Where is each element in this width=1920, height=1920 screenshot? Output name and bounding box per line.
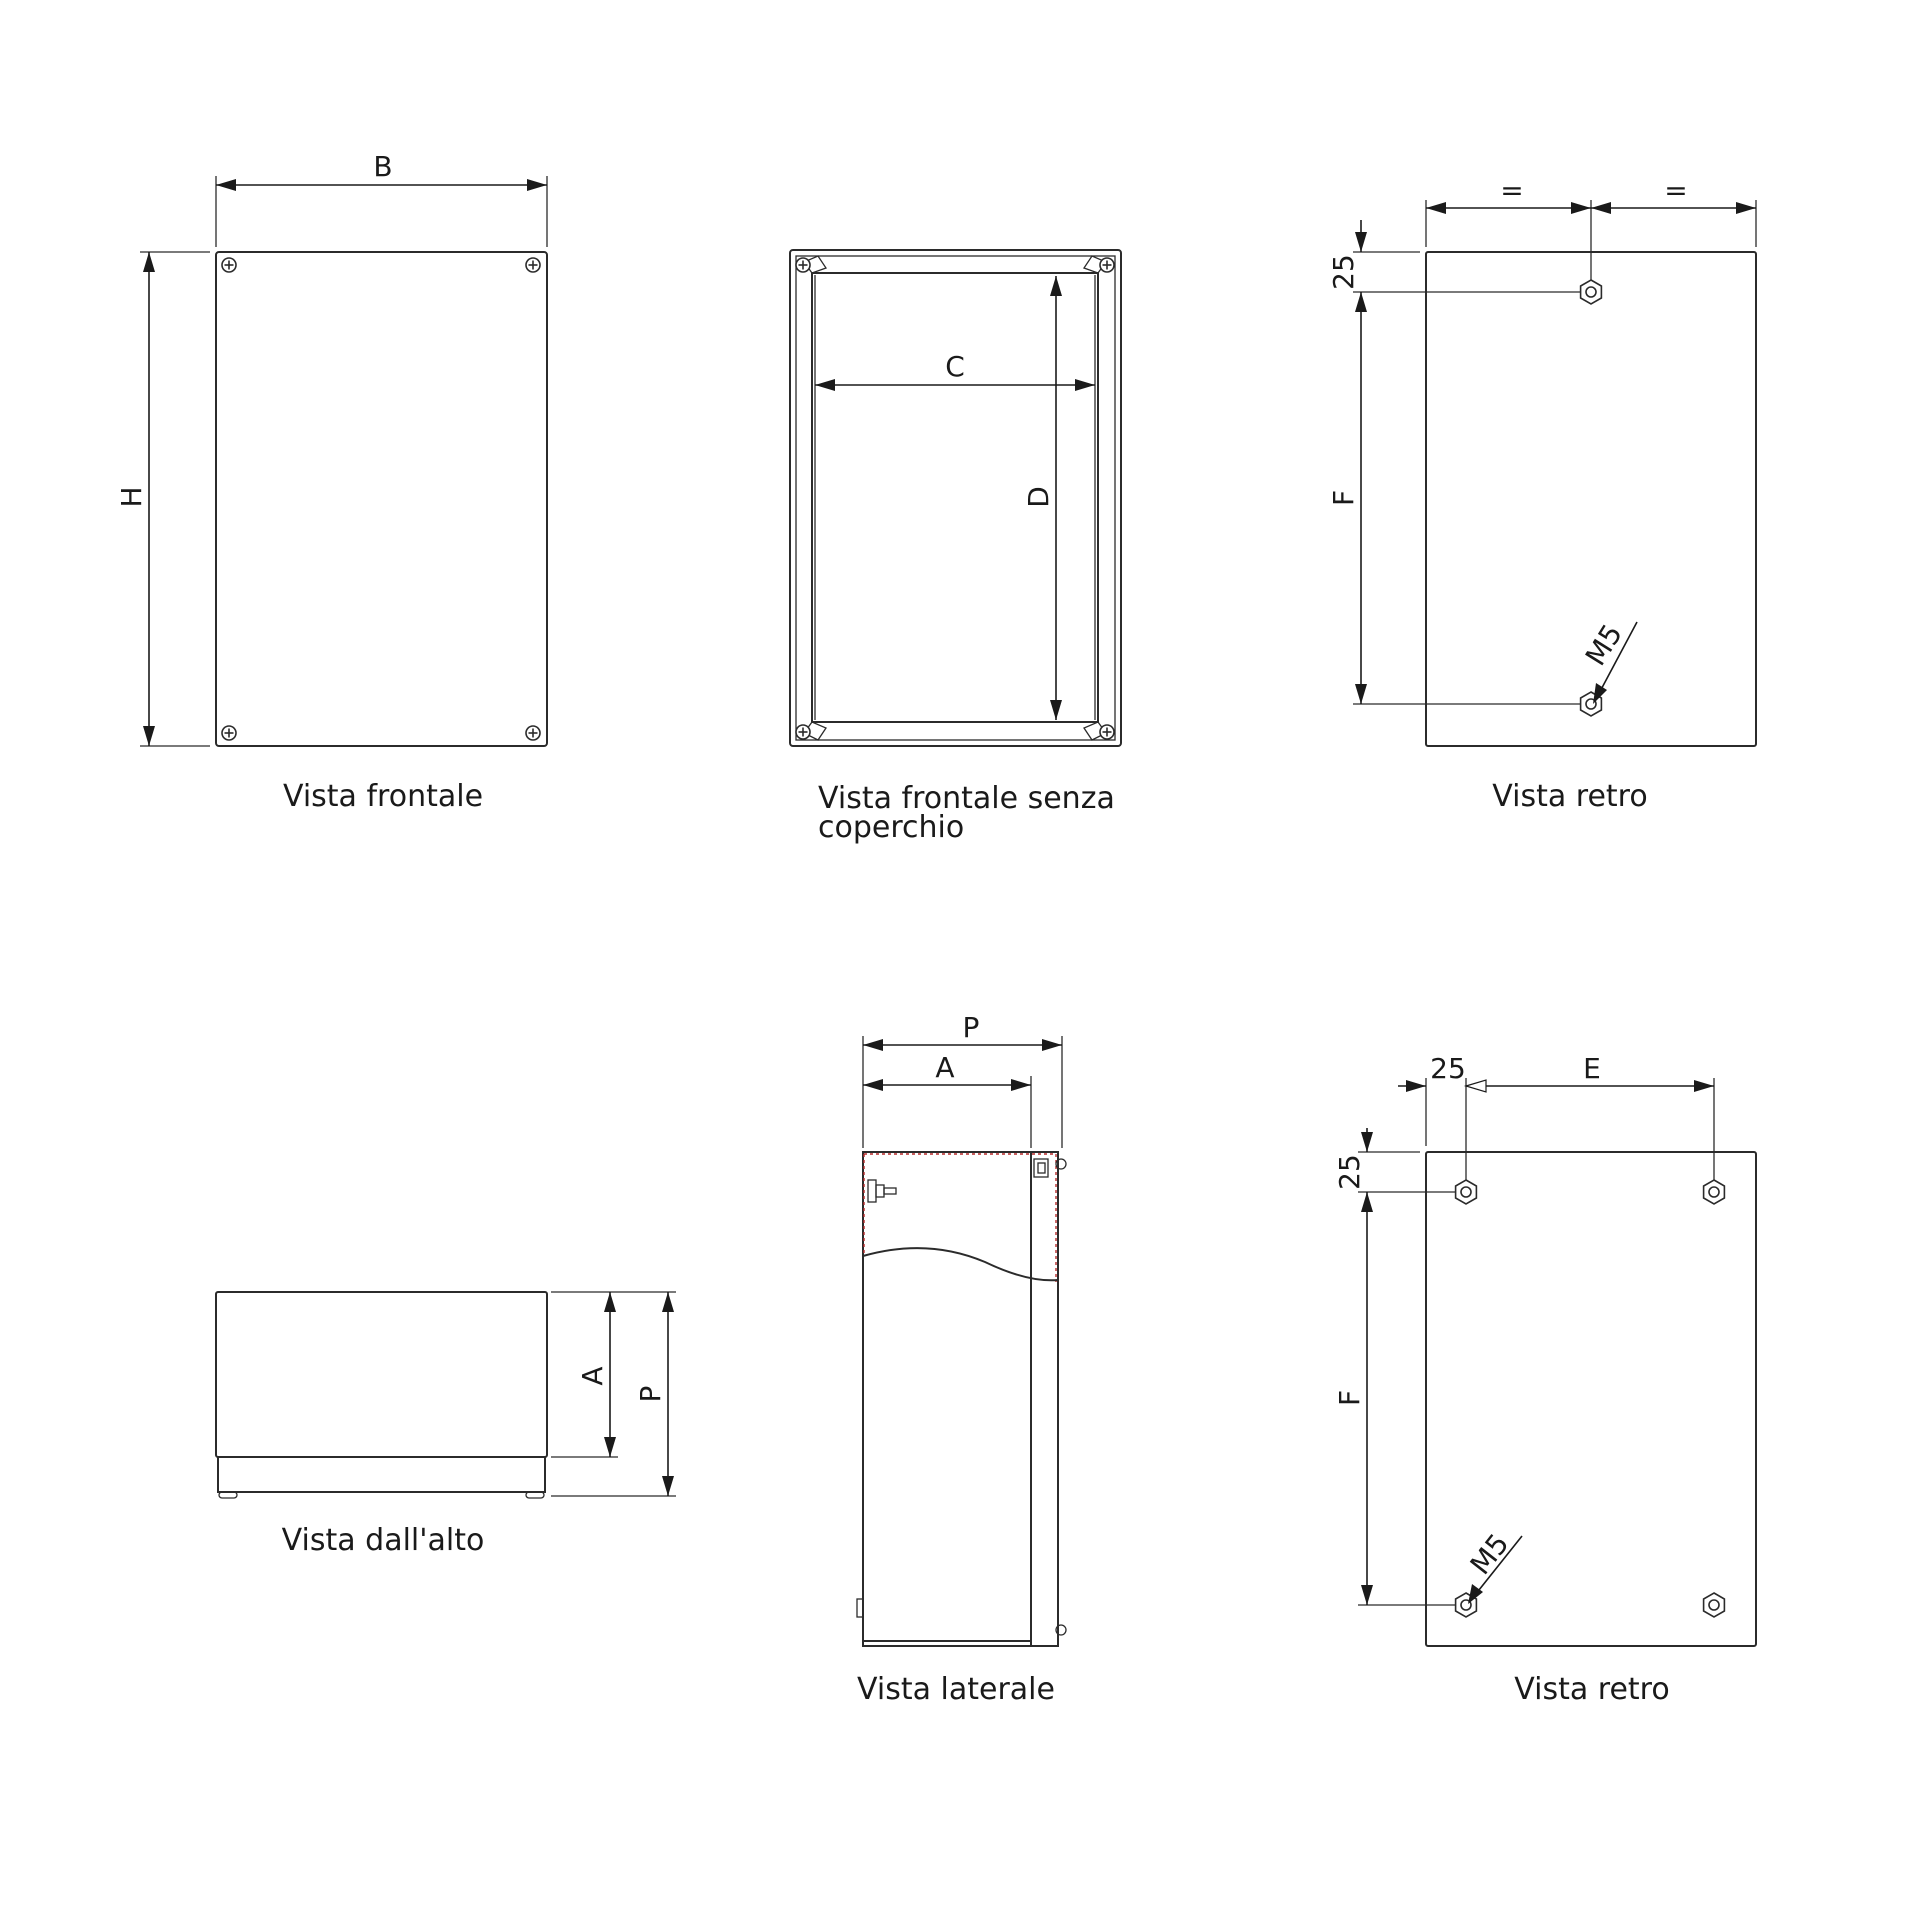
svg-text:=: = <box>1500 174 1523 207</box>
corner-screw-icon <box>1099 724 1115 740</box>
caption-front-no-cover-line1: Vista frontale senza <box>818 781 1115 816</box>
rear-panel <box>1425 1151 1757 1647</box>
svg-text:=: = <box>1664 174 1687 207</box>
caption-rear-view-2: Vista retro <box>1514 1672 1669 1707</box>
svg-text:C: C <box>945 350 965 383</box>
svg-text:A: A <box>935 1051 954 1084</box>
enclosure-frame <box>789 249 1122 747</box>
cover-screw-icon <box>525 725 541 741</box>
svg-text:E: E <box>1583 1052 1601 1085</box>
dimension-25-and-f: 25 F <box>1327 220 1580 705</box>
caption-front-no-cover-line2: coperchio <box>818 810 964 845</box>
cover-screw-icon <box>221 725 237 741</box>
svg-text:H: H <box>115 486 148 507</box>
dimension-h: H <box>115 251 210 747</box>
svg-text:B: B <box>373 150 392 183</box>
dimension-a-side: A <box>863 1051 1032 1148</box>
dimension-p-top: P <box>634 1292 674 1496</box>
cover-screw-icon <box>525 257 541 273</box>
mounting-nut-icon <box>1579 279 1603 305</box>
mounting-nut-icon <box>1702 1179 1726 1205</box>
dimension-c: C <box>815 350 1095 391</box>
svg-text:F: F <box>1333 1390 1366 1406</box>
thread-callout-m5: M5 <box>1464 1527 1523 1604</box>
svg-text:25: 25 <box>1430 1052 1466 1085</box>
side-body <box>862 1151 1032 1647</box>
mounting-nut-icon <box>1702 1592 1726 1618</box>
dimension-25-and-e: 25 E <box>1398 1052 1715 1180</box>
rear-panel <box>1425 251 1757 747</box>
side-view: P A Vista laterale <box>856 1011 1067 1707</box>
svg-text:P: P <box>963 1011 980 1044</box>
thread-callout-m5: M5 <box>1579 618 1638 704</box>
svg-text:25: 25 <box>1327 254 1360 290</box>
cover-screw-icon <box>221 257 237 273</box>
dimension-b: B <box>215 150 548 247</box>
dimension-p-side: P <box>862 1011 1063 1148</box>
svg-text:D: D <box>1022 486 1055 508</box>
front-view: B H Vista frontale <box>115 150 548 814</box>
front-panel <box>215 251 548 747</box>
corner-screw-icon <box>795 257 811 273</box>
svg-text:25: 25 <box>1333 1154 1366 1190</box>
svg-text:M5: M5 <box>1464 1527 1516 1580</box>
dimension-a-top: A <box>551 1291 676 1497</box>
caption-side-view: Vista laterale <box>857 1672 1055 1707</box>
mounting-nut-icon <box>1454 1179 1478 1205</box>
svg-text:F: F <box>1327 490 1360 506</box>
front-view-no-cover: C D Vista frontale senza coperchio <box>789 249 1122 845</box>
svg-text:M5: M5 <box>1579 618 1629 671</box>
corner-screw-icon <box>795 724 811 740</box>
corner-screw-icon <box>1099 257 1115 273</box>
lock-knob-icon <box>867 1179 897 1203</box>
caption-top-view: Vista dall'alto <box>282 1523 485 1558</box>
dimension-25-and-f-2: 25 F <box>1333 1128 1455 1606</box>
caption-rear-view-1: Vista retro <box>1492 779 1647 814</box>
rear-view-2: 25 E 25 F M5 Vista retro <box>1333 1052 1757 1707</box>
svg-text:A: A <box>576 1366 609 1385</box>
rear-view-1: = = 25 F M5 Vista retro <box>1327 174 1757 814</box>
mounting-plate <box>811 272 1099 723</box>
dimension-equal-spacing: = = <box>1425 174 1757 280</box>
top-body <box>215 1291 548 1458</box>
caption-front-view: Vista frontale <box>283 779 483 814</box>
svg-text:P: P <box>634 1386 667 1403</box>
dimension-d: D <box>1022 276 1062 720</box>
top-view: A P Vista dall'alto <box>215 1291 676 1558</box>
